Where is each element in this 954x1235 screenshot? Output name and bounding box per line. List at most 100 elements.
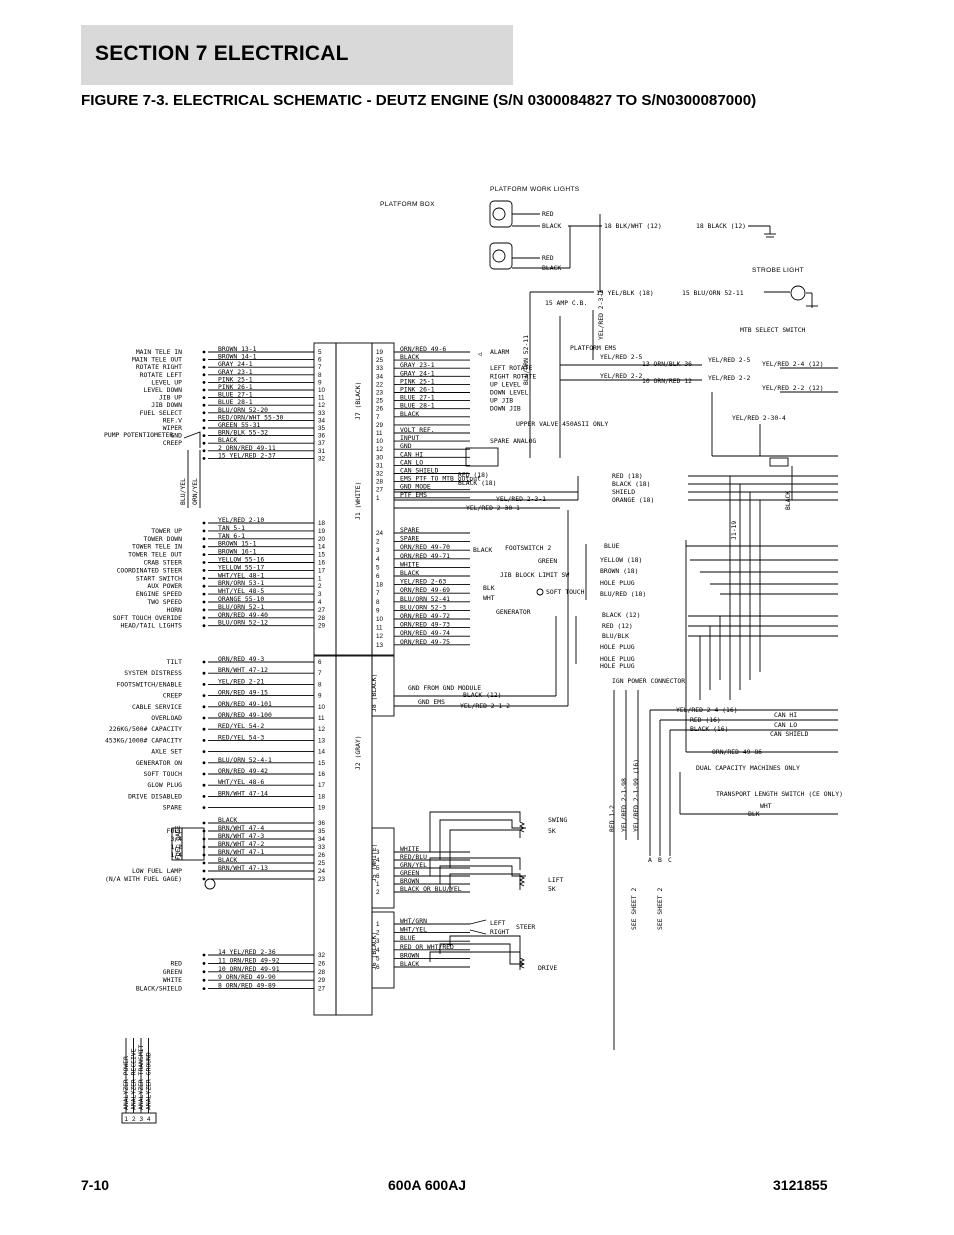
strobe-lamp-icon — [790, 285, 806, 301]
yr98-vert: YEL/RED 2-1-98 — [620, 778, 628, 832]
low-fuel-lamp-icon — [204, 878, 216, 890]
terminal-dot — [202, 962, 206, 965]
pin-number: 18 — [318, 520, 326, 527]
terminal-dot — [202, 716, 206, 720]
pin-number: 25 — [376, 398, 384, 405]
pin-number: 15 — [318, 760, 326, 767]
yr25-label: YEL/RED 2-5 — [600, 353, 642, 361]
terminal-dot — [202, 381, 206, 384]
pin-number: 35 — [318, 425, 326, 432]
pin-number: 19 — [318, 805, 326, 812]
pin-number: 1 — [376, 881, 380, 888]
wire-function-label: BLACK/SHIELD — [136, 985, 182, 993]
r-hole-plug2: HOLE PLUG — [600, 643, 635, 651]
wire-color-label: PINK 25-1 — [400, 377, 435, 385]
conn-b: B — [658, 856, 662, 864]
wire-color-label: BROWN — [400, 877, 419, 885]
wire-color-label: BROWN 14-1 — [218, 353, 257, 361]
wire-color-label: ORN/RED 49-72 — [400, 612, 450, 620]
blu-yel-label: BLU/YEL — [179, 478, 187, 505]
platform-work-lights-label: PLATFORM WORK LIGHTS — [490, 186, 580, 193]
terminal-dot — [202, 358, 206, 361]
light1-black: BLACK — [542, 222, 561, 230]
wire-function-label: JIB DOWN — [151, 401, 182, 409]
wire-function-label: RIGHT ROTATE — [490, 372, 536, 380]
wire-function-label: HEAD/TAIL LIGHTS — [120, 622, 182, 630]
j5-label: J5 (WHITE) — [370, 844, 378, 882]
wire-color-label: RED/YEL 54-2 — [218, 722, 264, 730]
mid-yelred231: YEL/RED 2-3-1 — [496, 495, 546, 503]
wire-function-label: (N/A WITH FUEL GAGE) — [105, 875, 182, 883]
wire-function-label: ALARM — [490, 348, 509, 356]
wire-function-label: RED — [170, 959, 182, 967]
j1-label: J1 (WHITE) — [354, 482, 362, 520]
r-orange18: ORANGE (18) — [612, 496, 654, 504]
wire-color-label: BROWN 13-1 — [218, 345, 257, 353]
pin-number: 33 — [376, 365, 384, 372]
yr221-label: YEL/RED 2-2 (12) — [762, 384, 824, 392]
pin-number: 29 — [318, 977, 326, 984]
alarm-icon: ◁ — [478, 350, 482, 358]
pin-number: 10 — [318, 387, 326, 394]
wire-color-label: ORN/RED 49-42 — [218, 767, 268, 775]
wire-function-label: MAIN TELE IN — [136, 348, 182, 356]
pin-number: 12 — [318, 402, 326, 409]
pin-number: 2 — [376, 539, 380, 546]
conn-a: A — [648, 856, 652, 864]
analyzer-pin: 2 — [132, 1116, 136, 1123]
pin-number: 8 — [376, 599, 380, 606]
terminal-dot — [202, 861, 206, 865]
wire-function-label: GLOW PLUG — [147, 781, 182, 789]
wire-color-label: 2 ORN/RED 49-11 — [218, 444, 276, 452]
wire-function-label: SOFT TOUCH OVERIDE — [113, 614, 182, 622]
wire-color-label: WHT/YEL 48-5 — [218, 587, 264, 595]
wire-function-label: CABLE SERVICE — [132, 703, 182, 711]
wire-color-label: WHITE — [400, 560, 419, 568]
pin-number: 19 — [376, 349, 384, 356]
pin-number: 12 — [376, 446, 384, 453]
wire-function-label: MAIN TELE OUT — [132, 356, 182, 364]
terminal-dot — [202, 987, 206, 990]
terminal-dot — [202, 616, 206, 620]
pin-number: 32 — [318, 952, 326, 959]
wire-color-label: WHT/GRN — [400, 917, 427, 925]
wire-color-label: CAN HI — [400, 450, 423, 458]
steer-left: LEFT — [490, 919, 506, 927]
wire-color-label: BROWN — [400, 951, 419, 959]
pin-number: 29 — [318, 623, 326, 630]
wire-function-label: TOWER TELE OUT — [128, 551, 182, 559]
swing-label: SWING — [548, 816, 567, 824]
r-blu-red: BLU/RED (18) — [600, 590, 646, 598]
wire-function-label: TOWER DOWN — [144, 535, 183, 543]
wire-color-label: BRN/WHT 47-4 — [218, 824, 264, 832]
pin-number: 6 — [318, 357, 322, 364]
pin-number: 25 — [318, 860, 326, 867]
terminal-dot — [202, 584, 206, 588]
wire-color-label: ORN/RED 49-71 — [400, 552, 450, 560]
pin-number: 18 — [318, 793, 326, 800]
wire-function-label: AXLE SET — [151, 748, 182, 756]
wire-color-label: 9 ORN/RED 49-90 — [218, 973, 276, 981]
pin-number: 5 — [376, 564, 380, 571]
r-hole-plug4: HOLE PLUG — [600, 662, 635, 670]
pin-number: 4 — [376, 556, 380, 563]
pin-number: 34 — [376, 373, 384, 380]
terminal-dot — [202, 396, 206, 399]
pin-number: 26 — [318, 852, 326, 859]
wire-color-label: WHT/YEL 48-1 — [218, 571, 264, 579]
pin-number: 14 — [318, 544, 326, 551]
wire-color-label: BLACK — [400, 353, 419, 361]
terminal-dot — [202, 569, 206, 572]
figure-title: FIGURE 7-3. ELECTRICAL SCHEMATIC - DEUTZ… — [81, 92, 757, 109]
yr99-vert: YEL/RED 2-1-99 (16) — [632, 759, 640, 832]
wire-color-label: 15 YEL/RED 2-37 — [218, 451, 276, 459]
pin-number: 35 — [318, 828, 326, 835]
wire-color-label: BLU/ORN 52-12 — [218, 619, 268, 627]
mid-black18: BLACK (18) — [458, 479, 496, 487]
wire-color-label: BRN/WHT 47-14 — [218, 789, 268, 797]
wire-color-label: EMS PTF TO MTB output — [400, 475, 481, 483]
wire-color-label: BLACK — [400, 960, 419, 968]
